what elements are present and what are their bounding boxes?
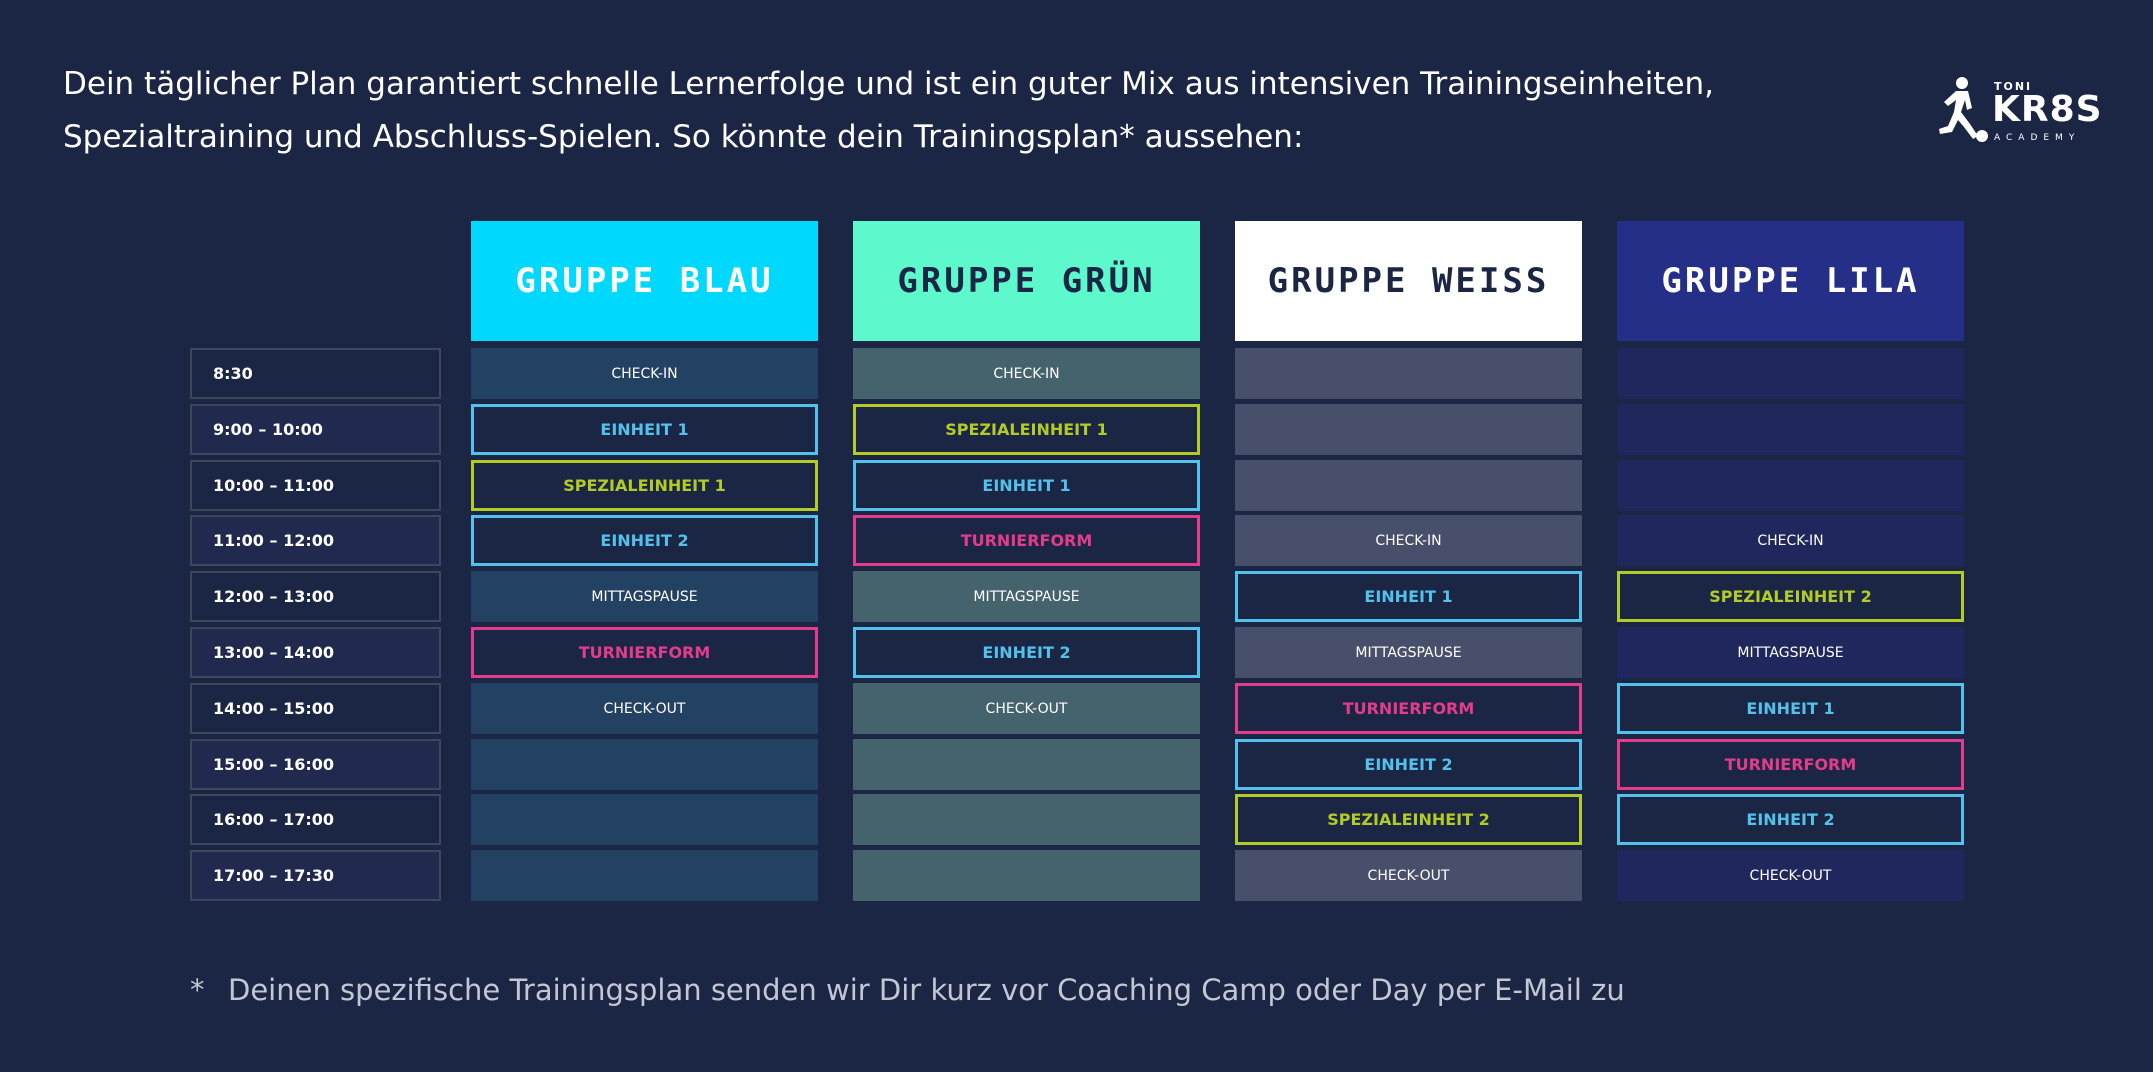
schedule-cell: EINHEIT 2	[1617, 794, 1964, 845]
schedule-cell: CHECK-OUT	[1235, 850, 1582, 901]
schedule-cell-empty	[853, 739, 1200, 790]
time-slot: 8:30	[190, 348, 441, 399]
schedule-cell: EINHEIT 1	[1235, 571, 1582, 622]
intro-line-2: Spezialtraining und Abschluss-Spielen. S…	[63, 119, 1304, 155]
schedule-cell: MITTAGSPAUSE	[853, 571, 1200, 622]
schedule-cell: EINHEIT 1	[853, 460, 1200, 511]
time-slot: 13:00 – 14:00	[190, 627, 441, 678]
schedule-cell-empty	[1235, 460, 1582, 511]
schedule-cell: TURNIERFORM	[853, 515, 1200, 566]
time-slot: 9:00 – 10:00	[190, 404, 441, 455]
schedule-cell: TURNIERFORM	[1235, 683, 1582, 734]
schedule-cell: SPEZIALEINHEIT 1	[853, 404, 1200, 455]
time-slot: 14:00 – 15:00	[190, 683, 441, 734]
schedule-cell: CHECK-IN	[1617, 515, 1964, 566]
football-player-icon	[1939, 77, 1988, 142]
schedule-cell-empty	[471, 739, 818, 790]
schedule-cell: EINHEIT 2	[471, 515, 818, 566]
schedule-cell: SPEZIALEINHEIT 2	[1235, 794, 1582, 845]
schedule-cell: CHECK-IN	[1235, 515, 1582, 566]
time-slot: 17:00 – 17:30	[190, 850, 441, 901]
schedule-cell-empty	[1617, 460, 1964, 511]
group-header: GRUPPE LILA	[1617, 221, 1964, 341]
time-slot: 12:00 – 13:00	[190, 571, 441, 622]
schedule-cell: CHECK-OUT	[471, 683, 818, 734]
schedule-cell-empty	[1235, 348, 1582, 399]
schedule-cell-empty	[1617, 404, 1964, 455]
time-slot: 15:00 – 16:00	[190, 739, 441, 790]
group-header: GRUPPE WEISS	[1235, 221, 1582, 341]
schedule-cell: TURNIERFORM	[1617, 739, 1964, 790]
logo-main-text: KR8S	[1992, 89, 2103, 130]
schedule-cell: SPEZIALEINHEIT 2	[1617, 571, 1964, 622]
time-slot: 11:00 – 12:00	[190, 515, 441, 566]
schedule-cell: CHECK-IN	[471, 348, 818, 399]
group-header: GRUPPE GRÜN	[853, 221, 1200, 341]
schedule-cell: CHECK-OUT	[1617, 850, 1964, 901]
schedule-cell: EINHEIT 2	[853, 627, 1200, 678]
schedule-cell-empty	[1235, 404, 1582, 455]
schedule-cell: CHECK-IN	[853, 348, 1200, 399]
time-slot: 10:00 – 11:00	[190, 460, 441, 511]
schedule-cell-empty	[471, 794, 818, 845]
group-header: GRUPPE BLAU	[471, 221, 818, 341]
footnote: * Deinen spezifische Trainingsplan senden…	[190, 970, 1625, 1010]
logo-small-text: TONI	[1994, 80, 2033, 93]
schedule-cell: SPEZIALEINHEIT 1	[471, 460, 818, 511]
schedule-cell: EINHEIT 2	[1235, 739, 1582, 790]
schedule-cell: CHECK-OUT	[853, 683, 1200, 734]
schedule-cell-empty	[1617, 348, 1964, 399]
schedule-cell: MITTAGSPAUSE	[1617, 627, 1964, 678]
schedule-cell-empty	[853, 794, 1200, 845]
intro-line-1: Dein täglicher Plan garantiert schnelle …	[63, 66, 1715, 102]
schedule-cell-empty	[471, 850, 818, 901]
footnote-marker: *	[190, 973, 205, 1007]
footnote-text: Deinen spezifische Trainingsplan senden …	[228, 973, 1625, 1007]
schedule-cell: MITTAGSPAUSE	[471, 571, 818, 622]
schedule-cell: EINHEIT 1	[1617, 683, 1964, 734]
schedule-cell-empty	[853, 850, 1200, 901]
logo-sub-text: ACADEMY	[1994, 133, 2081, 143]
schedule-cell: MITTAGSPAUSE	[1235, 627, 1582, 678]
time-slot: 16:00 – 17:00	[190, 794, 441, 845]
intro-text: Dein täglicher Plan garantiert schnelle …	[63, 58, 1843, 164]
schedule-cell: EINHEIT 1	[471, 404, 818, 455]
schedule-cell: TURNIERFORM	[471, 627, 818, 678]
academy-logo: TONI KR8S ACADEMY	[1934, 70, 2102, 150]
